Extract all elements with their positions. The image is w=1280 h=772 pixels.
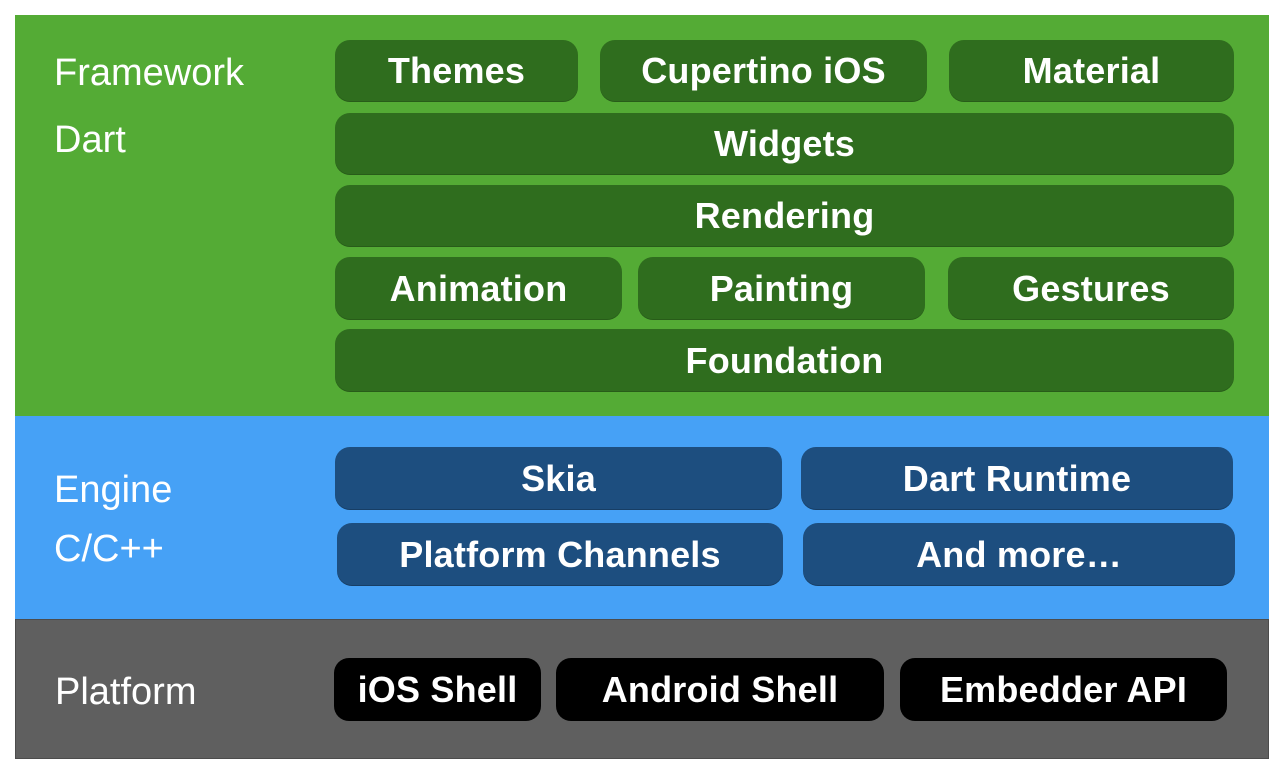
- box-label: Skia: [521, 457, 596, 499]
- box-dart-runtime: Dart Runtime: [801, 447, 1233, 510]
- box-label: Rendering: [694, 195, 875, 236]
- box-label: Platform Channels: [399, 533, 721, 575]
- box-label: Embedder API: [939, 668, 1188, 710]
- box-platform-channels: Platform Channels: [337, 523, 783, 586]
- box-label: Gestures: [1012, 267, 1170, 309]
- box-label: Widgets: [713, 123, 856, 164]
- box-and-more: And more…: [803, 523, 1235, 586]
- box-label: Themes: [387, 50, 526, 91]
- box-label: Dart Runtime: [902, 457, 1132, 499]
- box-cupertino-ios: Cupertino iOS: [600, 40, 927, 102]
- platform-layer-title: Platform: [55, 671, 197, 713]
- framework-layer: Framework Dart Themes Cupertino iOS Mate…: [15, 15, 1269, 416]
- box-animation: Animation: [335, 257, 622, 320]
- box-widgets: Widgets: [335, 113, 1234, 175]
- framework-layer-title: Framework: [54, 52, 245, 94]
- platform-layer: Platform iOS Shell Android Shell Embedde…: [15, 619, 1269, 759]
- box-material: Material: [949, 40, 1234, 102]
- box-embedder-api: Embedder API: [900, 658, 1227, 721]
- box-rendering: Rendering: [335, 185, 1234, 247]
- box-label: Material: [1022, 50, 1161, 91]
- box-label: Painting: [709, 267, 854, 309]
- engine-layer: Engine C/C++ Skia Dart Runtime Platform …: [15, 416, 1269, 619]
- box-label: And more…: [916, 533, 1122, 575]
- box-skia: Skia: [335, 447, 782, 510]
- box-android-shell: Android Shell: [556, 658, 884, 721]
- box-label: Android Shell: [601, 668, 839, 710]
- framework-layer-language: Dart: [54, 119, 126, 161]
- box-label: Animation: [389, 267, 568, 309]
- engine-layer-language: C/C++: [54, 528, 164, 570]
- box-foundation: Foundation: [335, 329, 1234, 392]
- box-themes: Themes: [335, 40, 578, 102]
- box-painting: Painting: [638, 257, 925, 320]
- engine-layer-title: Engine: [54, 469, 173, 511]
- box-label: Cupertino iOS: [641, 50, 886, 91]
- box-label: Foundation: [685, 339, 884, 381]
- box-ios-shell: iOS Shell: [334, 658, 541, 721]
- box-label: iOS Shell: [357, 668, 518, 710]
- box-gestures: Gestures: [948, 257, 1234, 320]
